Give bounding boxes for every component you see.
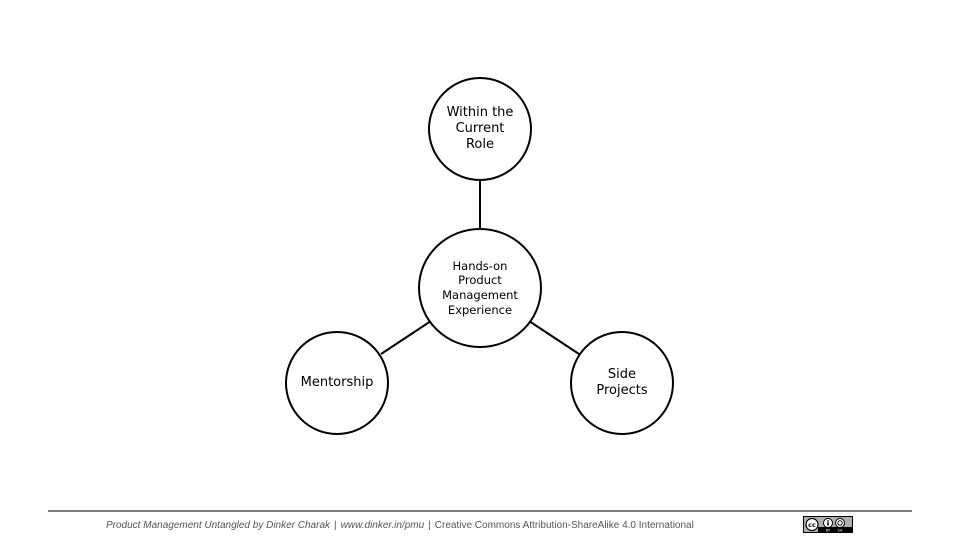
node-label: Hands-on Product Management Experience	[442, 258, 518, 317]
cc-badge-label: SA	[838, 529, 843, 533]
cc-by-sa-icon-graphic: cc BY SA	[804, 517, 852, 533]
footer-book-title: Product Management Untangled by Dinker C…	[106, 519, 331, 531]
node-label: Mentorship	[300, 374, 374, 390]
node-label: Within the Current Role	[446, 104, 514, 153]
footer-separator: |	[334, 519, 337, 531]
footer-license: Creative Commons Attribution-ShareAlike …	[434, 519, 694, 531]
node-label: Side Projects	[596, 366, 648, 398]
node-hands-on-experience: Hands-on Product Management Experience	[418, 228, 542, 348]
svg-text:cc: cc	[808, 521, 816, 529]
node-side-projects: Side Projects	[570, 331, 674, 435]
cc-badge-label: BY	[826, 529, 831, 533]
footer-url[interactable]: www.dinker.in/pmu	[340, 519, 425, 531]
footer-divider	[48, 510, 912, 512]
footer-separator: |	[428, 519, 431, 531]
footer: Product Management Untangled by Dinker C…	[106, 518, 694, 532]
node-within-current-role: Within the Current Role	[428, 77, 532, 181]
node-mentorship: Mentorship	[285, 331, 389, 435]
connector-right	[528, 320, 580, 355]
cc-by-sa-icon: cc BY SA	[803, 516, 853, 533]
connector-left	[380, 320, 432, 355]
